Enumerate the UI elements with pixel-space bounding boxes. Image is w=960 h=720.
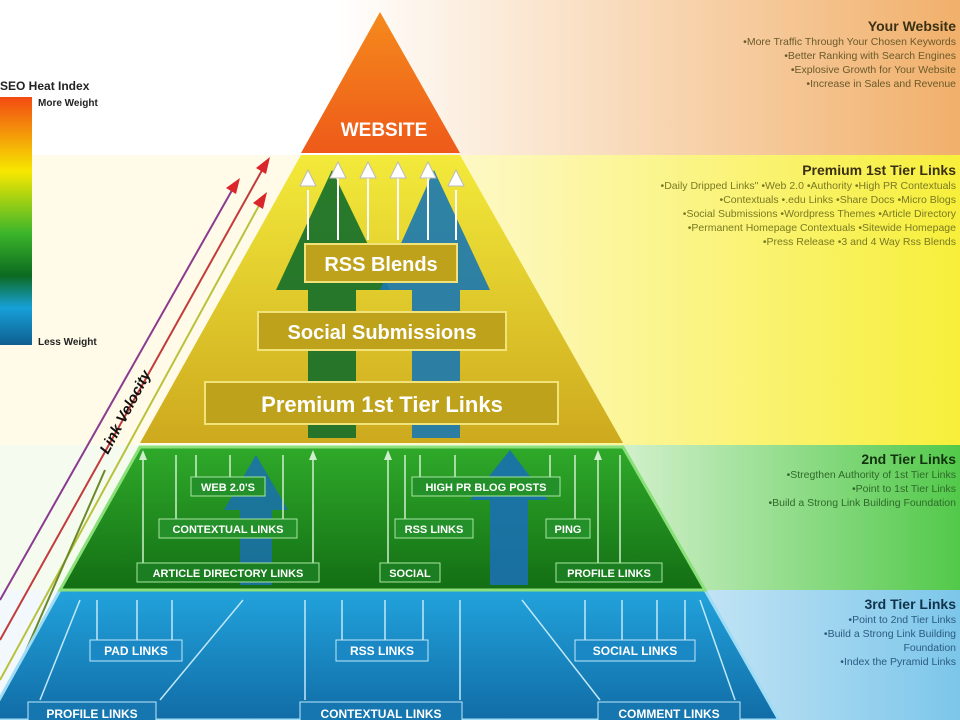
tier1-block	[140, 155, 623, 443]
heat-index-bar	[0, 97, 32, 345]
desc-item: •Point to 2nd Tier Links	[848, 614, 956, 626]
arrow-head-icon	[253, 192, 267, 209]
desc-tier1: Premium 1st Tier Links •Daily Dripped Li…	[661, 162, 956, 249]
arrow-head-icon	[226, 178, 240, 194]
desc-item: •Permanent Homepage Contextuals •Sitewid…	[687, 222, 956, 234]
band-website	[0, 0, 960, 155]
desc-item: •Press Release •3 and 4 Way Rss Blends	[762, 236, 956, 248]
tier1-label: RSS Blends	[324, 254, 437, 276]
tier3-label: RSS LINKS	[350, 644, 414, 658]
desc-tier3: 3rd Tier Links •Point to 2nd Tier Links …	[824, 596, 956, 669]
desc-title: Your Website	[867, 18, 956, 34]
tier2-label-boxes: WEB 2.0'S HIGH PR BLOG POSTS CONTEXTUAL …	[136, 476, 663, 583]
heat-index-bottom: Less Weight	[38, 337, 97, 348]
desc-title: 2nd Tier Links	[861, 451, 956, 467]
tier3-label-boxes: PAD LINKS RSS LINKS SOCIAL LINKS PROFILE…	[27, 639, 741, 720]
link-velocity-arrows	[0, 157, 270, 711]
heat-index-title: SEO Heat Index	[0, 79, 90, 93]
tier1-arrows	[276, 160, 490, 438]
apex-label: WEBSITE	[341, 120, 428, 141]
desc-item: •Build a Strong Link Building	[823, 628, 956, 640]
desc-item: •Point to 1st Tier Links	[851, 483, 956, 495]
tier3-label: PAD LINKS	[104, 644, 168, 658]
tier3-label: COMMENT LINKS	[618, 707, 719, 720]
tier2-label: RSS LINKS	[405, 524, 464, 536]
arrow-head-icon	[256, 157, 270, 174]
desc-item: •Social Submissions •Wordpress Themes •A…	[682, 208, 956, 220]
tier3-label: SOCIAL LINKS	[593, 644, 677, 658]
desc-item: •Explosive Growth for Your Website	[790, 64, 956, 76]
desc-item: Foundation	[903, 642, 956, 654]
tier3-label: CONTEXTUAL LINKS	[320, 707, 441, 720]
heat-index-top: More Weight	[38, 98, 98, 109]
desc-item: •Daily Dripped Links" •Web 2.0 •Authorit…	[660, 180, 956, 192]
desc-item: •More Traffic Through Your Chosen Keywor…	[743, 36, 956, 48]
tier1-label: Premium 1st Tier Links	[261, 392, 503, 417]
tier2-label: WEB 2.0'S	[201, 482, 255, 494]
tier3-connectors	[39, 599, 736, 701]
desc-item: •Build a Strong Link Building Foundation	[768, 497, 956, 509]
tier2-label: CONTEXTUAL LINKS	[172, 524, 283, 536]
tier2-label: PING	[555, 524, 582, 536]
tier2-label: ARTICLE DIRECTORY LINKS	[153, 568, 304, 580]
desc-item: •Stregthen Authority of 1st Tier Links	[786, 469, 956, 481]
desc-item: •Increase in Sales and Revenue	[806, 78, 956, 90]
tier2-label: SOCIAL	[389, 568, 431, 580]
desc-your-website: Your Website •More Traffic Through Your …	[743, 18, 956, 91]
desc-item: •Index the Pyramid Links	[840, 656, 956, 668]
desc-title: Premium 1st Tier Links	[802, 162, 956, 178]
tier1-label-boxes: RSS Blends Social Submissions Premium 1s…	[204, 243, 559, 425]
tier3-label: PROFILE LINKS	[46, 707, 137, 720]
tier2-label: HIGH PR BLOG POSTS	[425, 482, 546, 494]
desc-tier2: 2nd Tier Links •Stregthen Authority of 1…	[768, 451, 956, 510]
desc-title: 3rd Tier Links	[864, 596, 956, 612]
tier1-label: Social Submissions	[288, 322, 477, 344]
apex-website	[301, 12, 460, 153]
tier2-label: PROFILE LINKS	[567, 568, 651, 580]
desc-item: •Better Ranking with Search Engines	[784, 50, 956, 62]
desc-item: •Contextuals •.edu Links •Share Docs •Mi…	[719, 194, 956, 206]
